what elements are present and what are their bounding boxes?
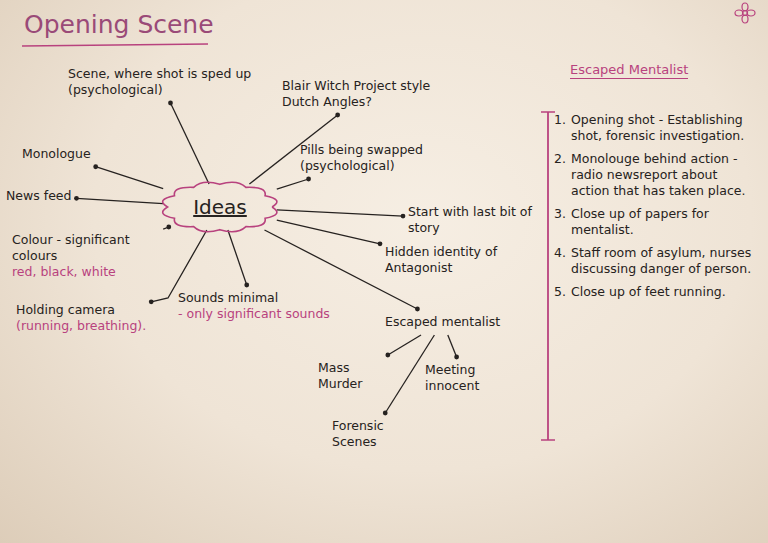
- list-number: 2.: [554, 151, 571, 199]
- line-dot: [401, 214, 406, 219]
- line-dot: [415, 307, 420, 312]
- list-heading: Escaped Mentalist: [570, 62, 688, 79]
- list-number: 1.: [554, 112, 571, 144]
- list-item: Close up of papers for mentalist.: [571, 206, 758, 238]
- idea-node: Scene, where shot is sped up (psychologi…: [68, 66, 253, 98]
- connector-line: [76, 198, 163, 203]
- connector-line: [277, 179, 309, 189]
- idea-node: Start with last bit of story: [408, 204, 558, 236]
- idea-text: Hidden identity of Antagonist: [385, 244, 515, 276]
- idea-text: Holding camera: [16, 302, 146, 318]
- line-dot: [149, 299, 154, 304]
- list-number: 3.: [554, 206, 571, 238]
- idea-node: Hidden identity of Antagonist: [385, 244, 515, 276]
- idea-text: (running, breathing).: [16, 318, 146, 334]
- idea-text: Blair Witch Project style Dutch Angles?: [282, 78, 447, 110]
- idea-node: Sounds minimal- only significant sounds: [178, 290, 330, 322]
- line-dot: [454, 355, 459, 360]
- line-dot: [166, 225, 171, 230]
- idea-text: Mass Murder: [318, 360, 388, 392]
- idea-text: Meeting innocent: [425, 362, 505, 394]
- title-underline: [22, 44, 208, 46]
- line-dot: [93, 164, 98, 169]
- idea-text: Sounds minimal: [178, 290, 330, 306]
- idea-text: - only significant sounds: [178, 306, 330, 322]
- idea-text: Escaped mentalist: [385, 314, 500, 330]
- line-dot: [378, 241, 383, 246]
- idea-node: Colour - significant coloursred, black, …: [12, 232, 177, 280]
- idea-node: Mass Murder: [318, 360, 388, 392]
- list-rule: [547, 112, 549, 440]
- idea-node: Blair Witch Project style Dutch Angles?: [282, 78, 447, 110]
- line-dot: [335, 113, 340, 118]
- idea-node: Meeting innocent: [425, 362, 505, 394]
- idea-node: Monologue: [22, 146, 91, 162]
- idea-text: Forensic Scenes: [332, 418, 412, 450]
- line-dot: [306, 177, 311, 182]
- idea-text: Start with last bit of story: [408, 204, 558, 236]
- line-dot: [244, 283, 249, 288]
- line-dot: [168, 101, 173, 106]
- shot-list: 1.Opening shot - Establishing shot, fore…: [554, 112, 758, 300]
- idea-node: Escaped mentalist: [385, 314, 500, 330]
- line-dot: [74, 196, 79, 201]
- idea-node: Pills being swapped (psychological): [300, 142, 450, 174]
- list-number: 5.: [554, 284, 571, 300]
- cloud-node: Ideas: [159, 180, 281, 234]
- idea-text: red, black, white: [12, 264, 177, 280]
- list-item: Staff room of asylum, nurses discussing …: [571, 245, 758, 277]
- idea-node: Holding camera(running, breathing).: [16, 302, 146, 334]
- idea-node: Forensic Scenes: [332, 418, 412, 450]
- list-rule-tick: [541, 439, 555, 441]
- list-rule-tick: [541, 111, 555, 113]
- connector-line: [96, 167, 164, 189]
- connector-line: [277, 210, 403, 216]
- list-item: Opening shot - Establishing shot, forens…: [571, 112, 758, 144]
- cloud-path: [163, 182, 277, 232]
- idea-text: News feed: [6, 188, 71, 204]
- idea-text: Scene, where shot is sped up (psychologi…: [68, 66, 253, 98]
- flower-doodle: [735, 3, 755, 23]
- connector-line: [228, 230, 247, 285]
- connector-line: [388, 335, 421, 355]
- line-dot: [385, 353, 390, 358]
- list-item: Close up of feet running.: [571, 284, 758, 300]
- list-number: 4.: [554, 245, 571, 277]
- connector-line: [277, 220, 380, 244]
- idea-text: Colour - significant colours: [12, 232, 177, 264]
- line-dot: [383, 411, 388, 416]
- connector-line: [170, 103, 209, 184]
- title: Opening Scene: [24, 10, 214, 39]
- cloud-title: Ideas: [193, 195, 247, 219]
- idea-node: News feed: [6, 188, 71, 204]
- connector-line: [448, 335, 457, 357]
- idea-text: Monologue: [22, 146, 91, 162]
- list-item: Monolouge behind action - radio newsrepo…: [571, 151, 758, 199]
- idea-text: Pills being swapped (psychological): [300, 142, 450, 174]
